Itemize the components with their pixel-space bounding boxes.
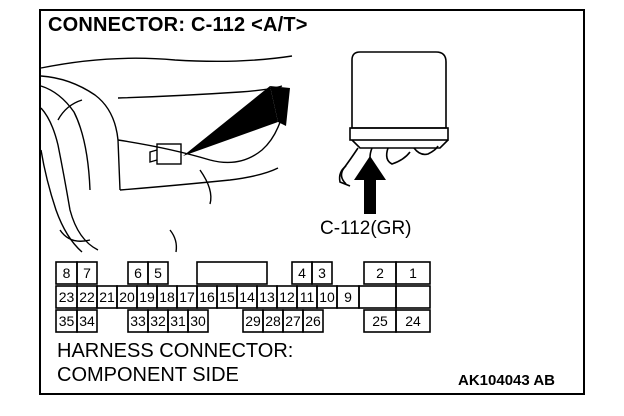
pin-label: 9 xyxy=(344,289,352,305)
pin-label: 2 xyxy=(376,265,384,281)
pin-label: 34 xyxy=(79,313,95,329)
pin-label: 4 xyxy=(298,265,306,281)
pin-label: 26 xyxy=(305,313,321,329)
part-number: AK104043 AB xyxy=(458,372,555,389)
pin-label: 17 xyxy=(179,289,195,305)
connector-module xyxy=(338,51,449,187)
pin-label: 1 xyxy=(409,265,417,281)
pin-label: 10 xyxy=(319,289,335,305)
pin-label: 11 xyxy=(300,289,315,305)
pin-label: 30 xyxy=(190,313,206,329)
pin-label: 18 xyxy=(159,289,175,305)
pin-label: 31 xyxy=(170,313,186,329)
pin-label: 28 xyxy=(265,313,281,329)
pin-grid xyxy=(55,261,431,333)
pin-label: 6 xyxy=(134,265,142,281)
caption-line-2: COMPONENT SIDE xyxy=(57,364,239,386)
pin-label: 3 xyxy=(318,265,326,281)
pin-label: 13 xyxy=(259,289,275,305)
frame-border xyxy=(39,9,585,395)
dashboard-illustration xyxy=(40,55,293,253)
connector-arrow xyxy=(354,156,386,214)
pin-label: 14 xyxy=(239,289,255,305)
pin-label: 8 xyxy=(63,265,71,281)
pin-label: 23 xyxy=(59,289,75,305)
pin-label: 20 xyxy=(119,289,135,305)
pin-label: 5 xyxy=(154,265,162,281)
diagram-title: CONNECTOR: C-112 <A/T> xyxy=(48,14,308,36)
pin-label: 35 xyxy=(59,313,75,329)
pin-label: 32 xyxy=(150,313,166,329)
pin-label: 16 xyxy=(199,289,215,305)
pin-label: 25 xyxy=(372,313,388,329)
pin-label: 19 xyxy=(139,289,155,305)
pin-label: 22 xyxy=(79,289,95,305)
pin-label: 12 xyxy=(279,289,295,305)
pointer-arrow xyxy=(183,86,278,156)
pin-label: 33 xyxy=(130,313,146,329)
pin-label: 27 xyxy=(285,313,301,329)
connector-label: C-112(GR) xyxy=(320,218,412,239)
pin-label: 7 xyxy=(83,265,91,281)
caption-line-1: HARNESS CONNECTOR: xyxy=(57,340,294,362)
pin-label: 15 xyxy=(219,289,235,305)
pin-label: 24 xyxy=(405,313,421,329)
pin-label: 29 xyxy=(245,313,261,329)
pin-label: 21 xyxy=(99,289,115,305)
